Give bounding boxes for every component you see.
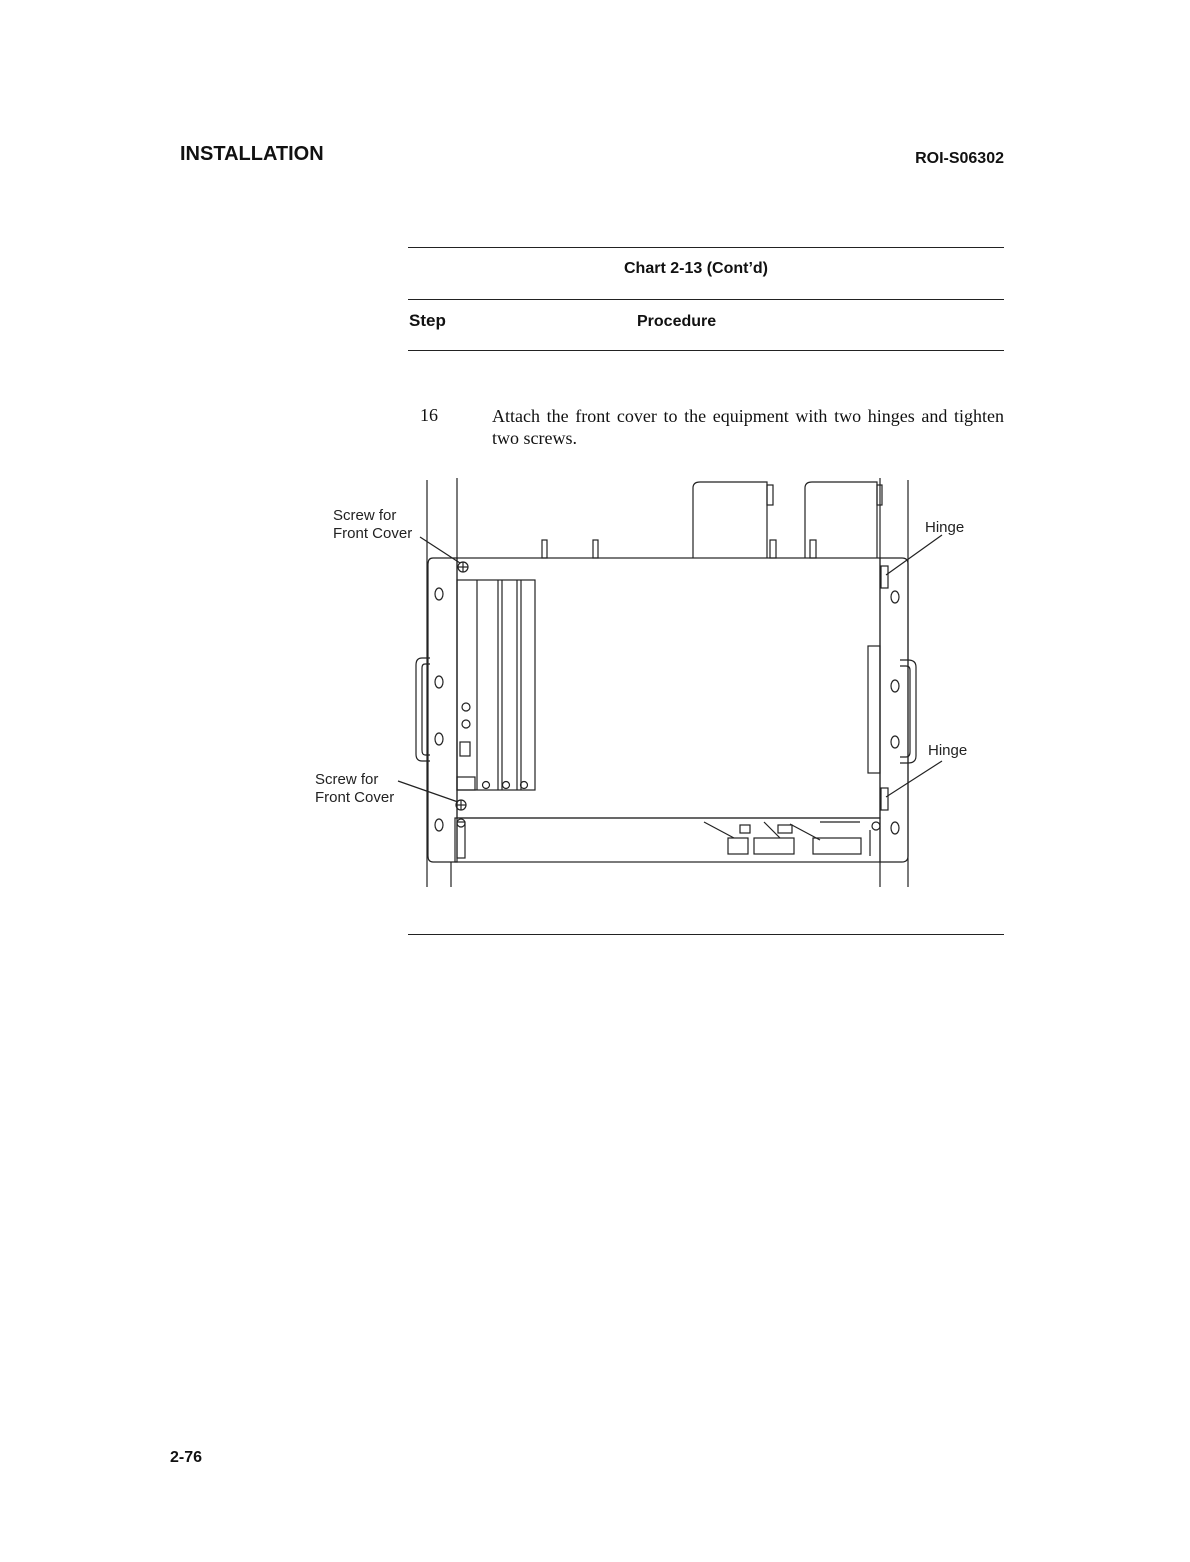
rule-bottom — [408, 934, 1004, 935]
callout-screw-bottom: Screw for Front Cover — [315, 771, 394, 807]
page-number: 2-76 — [170, 1449, 202, 1467]
callout-hinge-top: Hinge — [925, 519, 964, 537]
callout-screw-top: Screw for Front Cover — [333, 507, 412, 543]
callout-screw-bottom-text: Screw for Front Cover — [315, 771, 394, 806]
equipment-figure — [0, 0, 1190, 1000]
callout-screw-top-text: Screw for Front Cover — [333, 507, 412, 542]
callout-hinge-bottom: Hinge — [928, 742, 967, 760]
